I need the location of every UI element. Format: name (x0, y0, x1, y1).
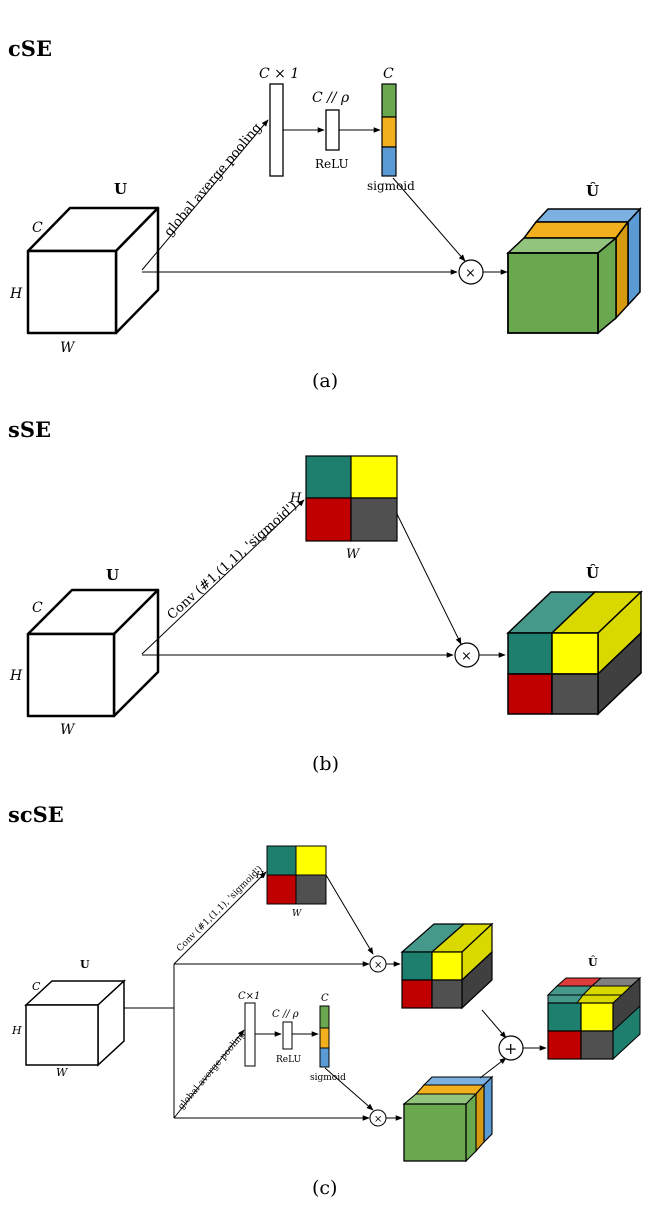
panel-c-u-label: U (80, 958, 90, 971)
panel-c-vector-reduced (282, 1021, 293, 1050)
panel-c-conv-arrow (173, 871, 267, 965)
panel-c-channel-weights (319, 1005, 330, 1068)
panel-c-fc1-dim: C×1 (238, 991, 260, 1002)
panel-c-vector-c1 (244, 1002, 256, 1067)
panel-a-pool-arrow (141, 119, 269, 271)
panel-c-spatial-output (400, 922, 494, 1010)
panel-b-dim-h: H (9, 668, 23, 684)
panel-a-u-hat: Û (586, 182, 599, 200)
panel-c-fc2-dim: C // ρ (272, 1009, 299, 1020)
panel-c-fc3-dim: C (321, 993, 329, 1004)
panel-a-fc3-dim: C (383, 66, 394, 82)
panel-c: scSE U C H W Conv (#1,(1,1), 'sigmoid') … (8, 802, 642, 1199)
panel-b-spatial-map (305, 455, 398, 542)
panel-a-vector-reduced (325, 109, 340, 151)
panel-b-conv-label: Conv (#1,(1,1), 'sigmoid') (165, 499, 301, 623)
panel-b-caption: (b) (312, 753, 339, 775)
panel-a-dim-h: H (9, 286, 23, 302)
panel-b-map-w: W (346, 547, 361, 562)
panel-b-times: × (461, 649, 472, 664)
panel-a-output-cube (506, 207, 642, 335)
panel-a-input-cube (26, 206, 160, 335)
panel-c-relu: ReLU (276, 1055, 302, 1065)
panel-a-fc1-dim: C × 1 (259, 66, 299, 82)
panel-c-times-bottom: × (374, 1114, 382, 1125)
panel-c-map-arrow (325, 874, 374, 955)
panel-a-dim-c: C (32, 220, 43, 236)
panel-b-map-arrow (396, 513, 462, 645)
panel-c-weight-arrow (324, 1067, 374, 1111)
panel-c-dim-c: C (32, 980, 41, 993)
panel-b: sSE U C H W Conv (#1,(1,1), 'sigmoid') H… (8, 417, 643, 775)
panel-c-map-w: W (292, 909, 302, 919)
panel-a-u-label: U (114, 180, 127, 198)
panel-a-weight-arrow (392, 177, 466, 262)
panel-c-sum-arrow-bottom (479, 1057, 507, 1079)
panel-a-sigmoid: sigmoid (367, 179, 415, 193)
panel-c-caption: (c) (312, 1177, 337, 1199)
panel-c-dim-h: H (11, 1024, 22, 1037)
panel-a-channel-weights (381, 83, 397, 177)
panel-b-dim-c: C (32, 600, 43, 616)
panel-c-channel-output (402, 1075, 494, 1163)
panel-a-title: cSE (8, 36, 52, 61)
panel-c-spatial-map (266, 845, 327, 905)
panel-c-input-cube (24, 979, 126, 1067)
panel-b-conv-arrow (141, 499, 305, 655)
panel-a-vector-c1 (269, 83, 284, 177)
panel-c-sigmoid: sigmoid (310, 1073, 346, 1083)
panel-a-caption: (a) (312, 370, 338, 392)
panel-c-pool-arrow (173, 1029, 245, 1119)
panel-c-pool-label: global averge pooling (177, 1030, 248, 1112)
panel-b-output-cube (506, 590, 643, 716)
panel-a-times: × (465, 266, 476, 281)
panel-b-input-cube (26, 588, 160, 718)
panel-c-sum-arrow-top (481, 1009, 507, 1039)
panel-a-dim-w: W (60, 340, 76, 356)
panel-a: cSE U C H W global averge pooling C × 1 … (8, 36, 642, 392)
panel-a-fc2-dim: C // ρ (312, 90, 350, 106)
panel-c-map-h: H (255, 871, 264, 881)
panel-c-dim-w: W (56, 1066, 69, 1079)
panel-a-relu: ReLU (315, 157, 349, 171)
panel-b-u-label: U (106, 566, 119, 584)
panel-c-times-top: × (374, 960, 382, 971)
panel-b-dim-w: W (60, 722, 76, 738)
panel-b-map-h: H (289, 491, 302, 506)
panel-c-u-hat: Û (588, 955, 598, 969)
panel-a-pool-label: global averge pooling (162, 121, 265, 240)
panel-c-final-output (546, 976, 642, 1061)
panel-b-u-hat: Û (586, 564, 599, 582)
panel-c-conv-label: Conv (#1,(1,1), 'sigmoid') (174, 864, 265, 955)
panel-b-title: sSE (8, 417, 51, 442)
panel-c-title: scSE (8, 802, 64, 827)
panel-c-plus: + (504, 1039, 517, 1058)
